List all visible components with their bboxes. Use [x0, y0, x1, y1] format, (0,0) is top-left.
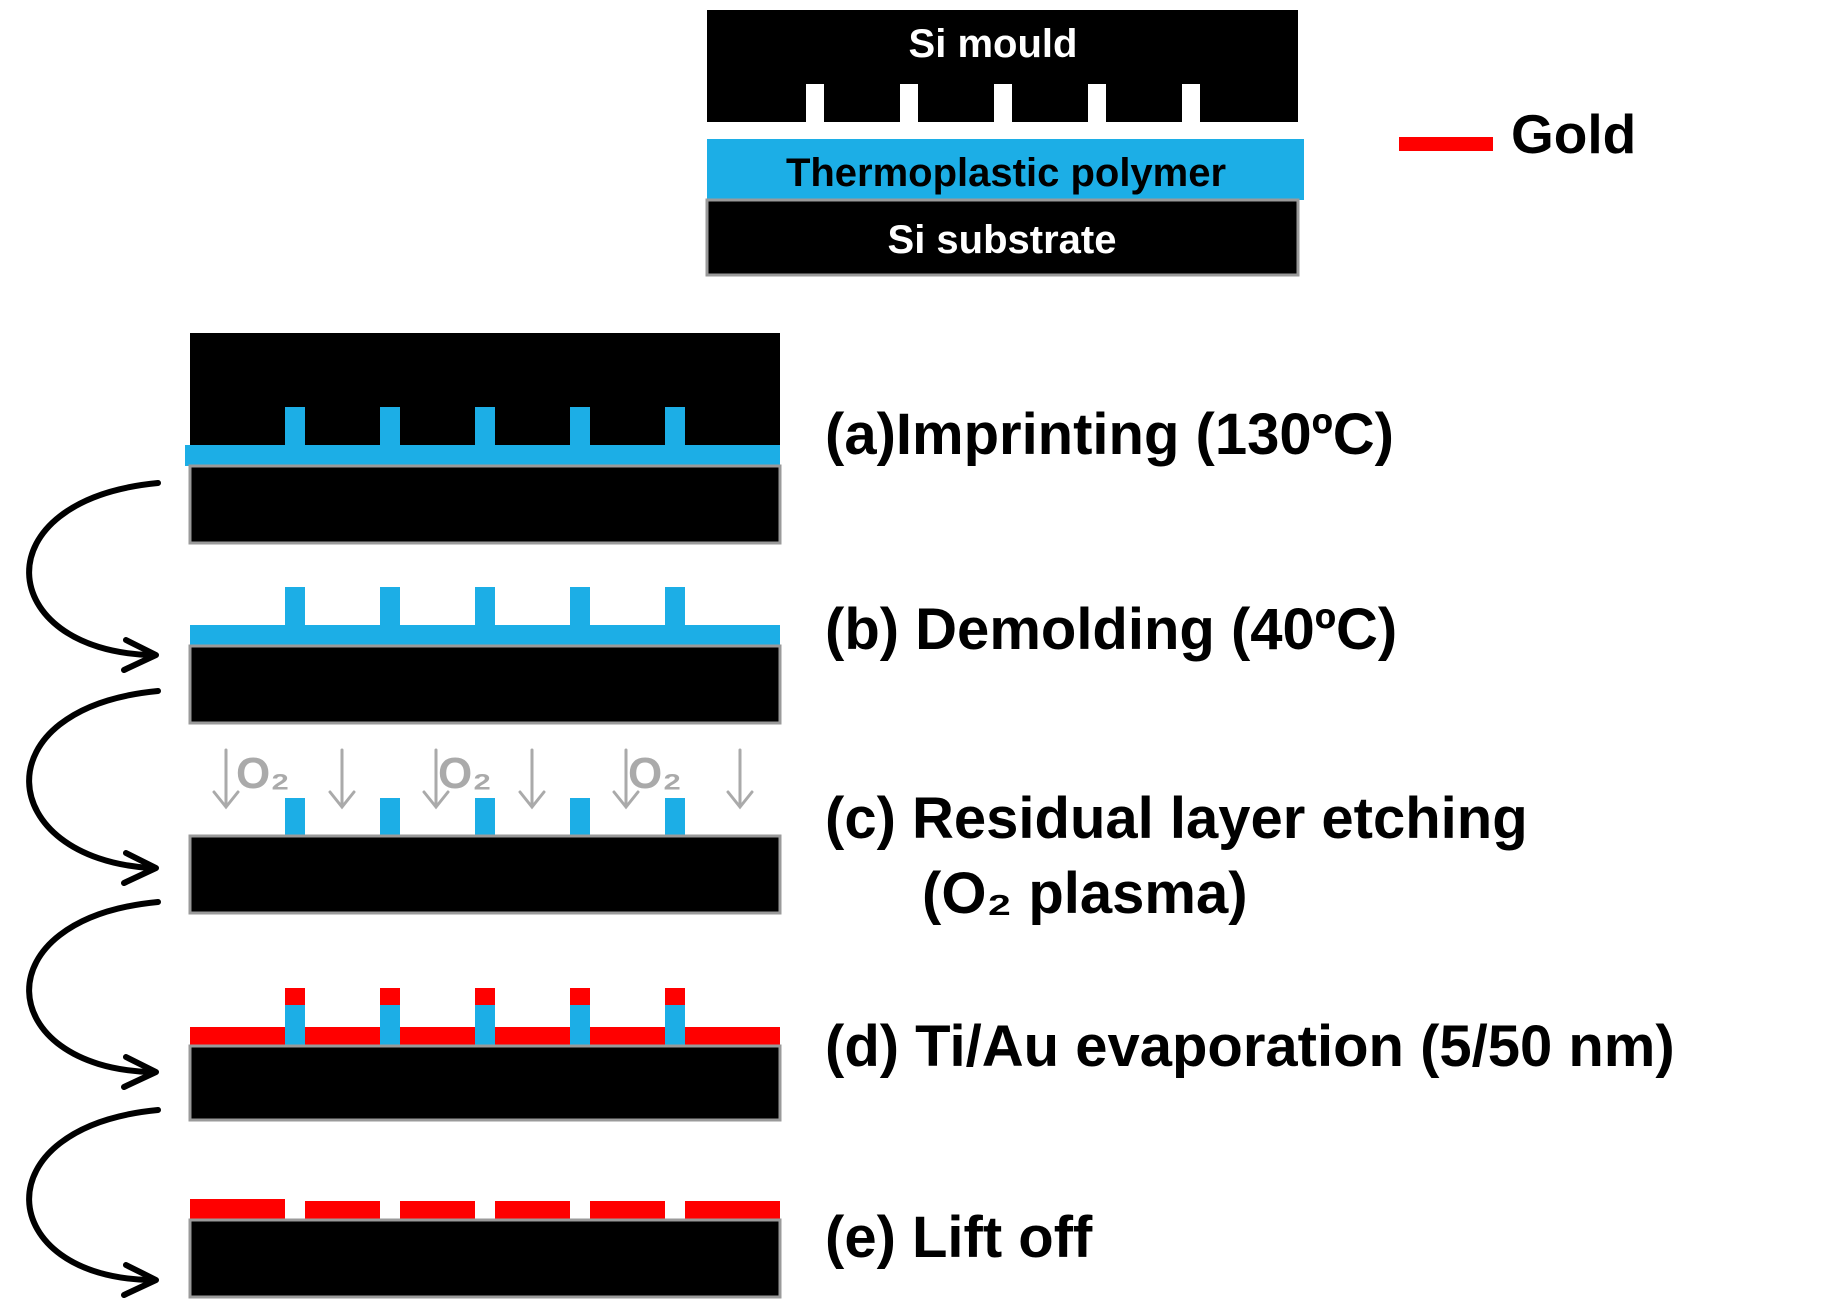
- gold-segment: [305, 1201, 380, 1220]
- si-substrate-label: Si substrate: [888, 218, 1117, 262]
- polymer-pillar: [380, 1004, 400, 1046]
- gold-segment: [400, 1201, 475, 1220]
- plasma-arrow-icon: [422, 748, 450, 810]
- si-mould-label: Si mould: [909, 22, 1078, 66]
- gold-cap: [380, 988, 400, 1005]
- polymer-pillar: [285, 798, 305, 836]
- plasma-label: O₂: [236, 749, 290, 798]
- si-mould: [707, 10, 1298, 122]
- flow-arrows: [26, 480, 161, 1298]
- polymer-pillar: [380, 798, 400, 836]
- gold-cap: [665, 988, 685, 1005]
- step-d-substrate: [188, 1044, 782, 1122]
- polymer-pillar: [665, 1004, 685, 1046]
- polymer-pillar: [665, 798, 685, 836]
- polymer-pillar: [475, 798, 495, 836]
- plasma-arrow-icon: [726, 748, 754, 810]
- gold-legend-label: Gold: [1511, 103, 1636, 165]
- polymer-pillar: [285, 1004, 305, 1046]
- step-a-label: (a)Imprinting (130ºC): [825, 402, 1394, 467]
- setup-legend: Si mould Thermoplastic polymer Si substr…: [705, 10, 1636, 277]
- step-b-label: (b) Demolding (40ºC): [825, 597, 1397, 662]
- plasma-arrow-icon: [212, 748, 240, 810]
- gold-segment: [190, 1199, 285, 1220]
- plasma-arrow-icon: [518, 748, 546, 810]
- plasma-arrow-icon: [612, 748, 640, 810]
- step-a-polymer: [185, 407, 780, 466]
- flow-arrow-icon: [26, 899, 161, 1090]
- step-e-lift-off: (e) Lift off: [188, 1199, 1093, 1299]
- polymer-pillar: [570, 798, 590, 836]
- step-c-substrate: [188, 834, 782, 915]
- thermoplastic-polymer-label: Thermoplastic polymer: [786, 151, 1226, 195]
- gold-cap: [285, 988, 305, 1005]
- step-e-substrate: [188, 1218, 782, 1299]
- step-e-label: (e) Lift off: [825, 1205, 1093, 1270]
- flow-arrow-icon: [26, 480, 161, 673]
- step-d-evaporation: (d) Ti/Au evaporation (5/50 nm): [188, 988, 1675, 1122]
- gold-segment: [590, 1201, 665, 1220]
- thermoplastic-polymer-layer: [707, 139, 1304, 200]
- polymer-pillar: [570, 1004, 590, 1046]
- plasma-label: O₂: [438, 749, 492, 798]
- plasma-arrows: [212, 748, 754, 810]
- si-substrate: [705, 198, 1300, 277]
- step-c-label-line2: (O₂ plasma): [922, 861, 1248, 926]
- step-b-substrate: [188, 644, 782, 725]
- step-e-gold-pattern: [190, 1199, 780, 1220]
- step-c-polymer-pillars: [285, 798, 685, 836]
- gold-cap: [570, 988, 590, 1005]
- flow-arrow-icon: [26, 1107, 161, 1298]
- step-c-etching: O₂ O₂ O₂ (c) Residual layer etching (O₂ …: [188, 748, 1528, 926]
- polymer-pillar: [475, 1004, 495, 1046]
- gold-segment: [685, 1201, 780, 1220]
- step-b-polymer: [190, 587, 780, 646]
- step-d-gold-caps: [285, 988, 685, 1005]
- plasma-arrow-icon: [328, 748, 356, 810]
- gold-cap: [475, 988, 495, 1005]
- step-a-imprinting: (a)Imprinting (130ºC): [185, 333, 1394, 545]
- step-d-polymer-pillars: [285, 1004, 685, 1046]
- gold-legend-swatch: [1399, 137, 1493, 151]
- step-c-label: (c) Residual layer etching: [825, 786, 1528, 851]
- gold-segment: [495, 1201, 570, 1220]
- step-b-demolding: (b) Demolding (40ºC): [188, 587, 1397, 725]
- step-d-label: (d) Ti/Au evaporation (5/50 nm): [825, 1014, 1675, 1079]
- plasma-label: O₂: [628, 749, 682, 798]
- flow-arrow-icon: [26, 688, 161, 886]
- step-a-substrate: [188, 464, 782, 545]
